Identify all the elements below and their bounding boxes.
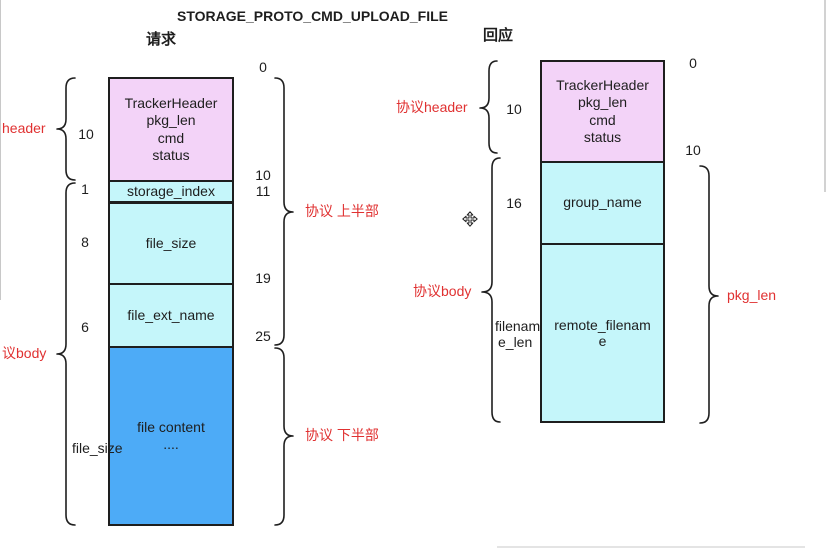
remote-filename-size: filenam e_len (495, 318, 540, 350)
diagram-title: STORAGE_PROTO_CMD_UPLOAD_FILE (177, 8, 448, 24)
response-offset: 10 (685, 142, 701, 158)
left-edge-line (0, 0, 1, 300)
lower-half-brace (274, 347, 294, 526)
response-header-brace-label: 协议header (396, 99, 468, 115)
upper-half-brace (274, 77, 294, 346)
request-header-brace-label: header (2, 120, 46, 136)
request-offset: 10 (255, 167, 271, 183)
response-tracker-header-box: TrackerHeader pkg_len cmd status (540, 60, 665, 163)
tracker-header-label: TrackerHeader (124, 94, 218, 111)
file-content-box: file content .... (108, 346, 234, 526)
storage-index-box: storage_index (108, 180, 234, 204)
remote-filename-box: remote_filenam e (540, 243, 665, 423)
group-name-box: group_name (540, 161, 665, 245)
cmd-label: cmd (589, 111, 616, 128)
right-edge-line (824, 0, 826, 192)
request-tracker-header-box: TrackerHeader pkg_len cmd status (108, 77, 234, 182)
status-label: status (583, 129, 622, 145)
request-offset: 0 (259, 59, 267, 75)
remote-filename-label-line1: remote_filenam (554, 317, 651, 333)
request-offset: 11 (255, 183, 271, 199)
response-header-size: 10 (506, 101, 522, 117)
pkg-len-label: pkg_len (146, 112, 196, 128)
pkg-len-brace-label: pkg_len (727, 287, 777, 303)
file-ext-name-box: file_ext_name (108, 283, 234, 348)
pkg-len-label: pkg_len (577, 94, 628, 110)
tracker-header-label: TrackerHeader (556, 76, 649, 93)
storage-index-label: storage_index (127, 182, 215, 199)
response-header-brace (479, 60, 498, 154)
file-ext-name-label: file_ext_name (127, 306, 215, 323)
pkg-len-brace (699, 165, 719, 424)
storage-index-size: 1 (81, 181, 89, 197)
move-cursor-icon (462, 211, 478, 227)
file-ext-name-size: 6 (81, 319, 89, 335)
file-size-box: file_size (108, 202, 234, 286)
group-name-size: 16 (506, 195, 522, 211)
request-heading: 请求 (146, 31, 177, 48)
file-size-size: 8 (81, 234, 89, 250)
lower-half-brace-label: 协议 下半部 (305, 427, 379, 443)
file-size-label: file_size (145, 235, 197, 252)
file-content-size: file_size (72, 440, 123, 456)
request-header-size: 10 (78, 126, 94, 142)
response-offset: 0 (689, 55, 697, 71)
upper-half-brace-label: 协议 上半部 (305, 203, 379, 219)
group-name-label: group_name (563, 194, 642, 211)
bottom-edge-line (497, 546, 805, 548)
cmd-label: cmd (157, 129, 185, 146)
remote-filename-size-line1: filenam (495, 318, 541, 334)
request-offset: 19 (255, 270, 271, 286)
response-heading: 回应 (483, 27, 514, 44)
file-content-label: file content (137, 418, 205, 435)
status-label: status (152, 147, 190, 163)
response-body-brace-label: 协议body (413, 283, 472, 299)
file-content-ellipsis: .... (163, 436, 179, 452)
remote-filename-size-line2: e_len (498, 334, 533, 350)
request-offset: 25 (255, 328, 271, 344)
remote-filename-label-line2: e (598, 333, 607, 349)
request-body-brace-label: 议body (2, 345, 47, 361)
